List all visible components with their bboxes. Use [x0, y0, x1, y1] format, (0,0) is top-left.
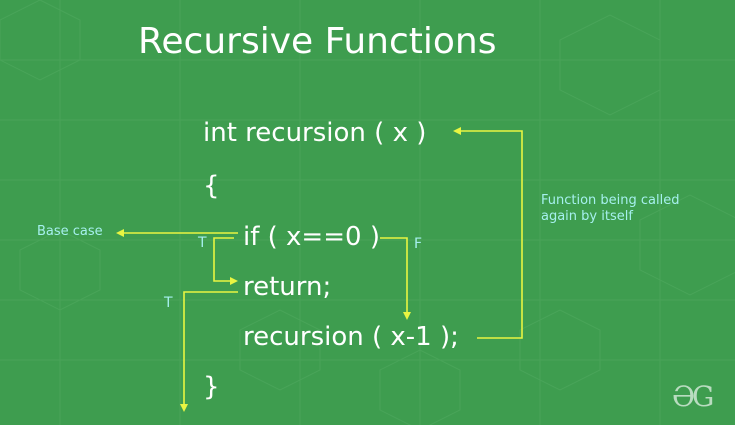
code-line-if: if ( x==0 ) [243, 222, 380, 252]
false-branch-arrow [380, 237, 411, 320]
true-label-return: T [164, 295, 173, 311]
false-label: F [414, 236, 423, 252]
code-line-return: return; [243, 272, 332, 302]
true-label-if: T [198, 235, 207, 251]
diagram-title: Recursive Functions [138, 21, 497, 62]
code-line-open-brace: { [203, 171, 220, 201]
self-call-arrow [453, 127, 523, 339]
base-case-label: Base case [37, 224, 103, 239]
code-line-close-brace: } [203, 372, 220, 402]
true-to-return-arrow [213, 237, 238, 285]
self-call-label-line2: again by itself [541, 209, 633, 224]
code-line-recursive-call: recursion ( x-1 ); [243, 322, 459, 352]
true-exit-arrow [180, 291, 238, 412]
self-call-label-line1: Function being called [541, 193, 680, 208]
code-line-signature: int recursion ( x ) [203, 118, 427, 148]
gfg-logo: ƏG [672, 380, 714, 413]
